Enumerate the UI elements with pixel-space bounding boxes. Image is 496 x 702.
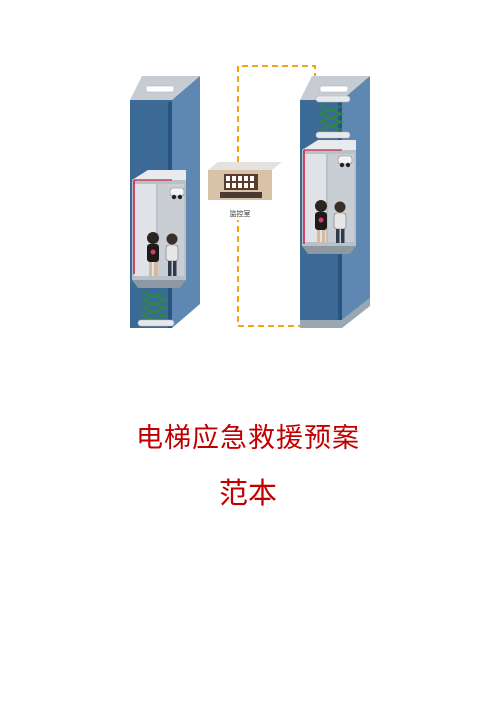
passenger-figure-icon	[333, 201, 347, 243]
left-elevator-shaft-icon	[130, 76, 200, 328]
left-elevator-cabin	[132, 170, 186, 288]
passenger-figure-icon	[315, 200, 327, 243]
shock-absorber-spring-icon	[317, 105, 345, 131]
passenger-figure-icon	[147, 232, 159, 276]
ceiling-camera-icon	[337, 155, 353, 168]
document-title: 电梯应急救援预案	[136, 423, 360, 454]
elevator-monitoring-illustration: 监控室	[130, 65, 370, 328]
shock-absorber-spring-icon	[139, 291, 169, 325]
right-elevator-cabin	[302, 140, 356, 254]
document-subtitle: 范本	[218, 476, 277, 510]
control-room-label: 监控室	[230, 209, 251, 218]
ceiling-camera-icon	[169, 187, 185, 200]
right-elevator-shaft-icon	[300, 76, 370, 328]
monitoring-room-icon: 监控室	[208, 162, 282, 220]
passenger-figure-icon	[165, 233, 179, 276]
